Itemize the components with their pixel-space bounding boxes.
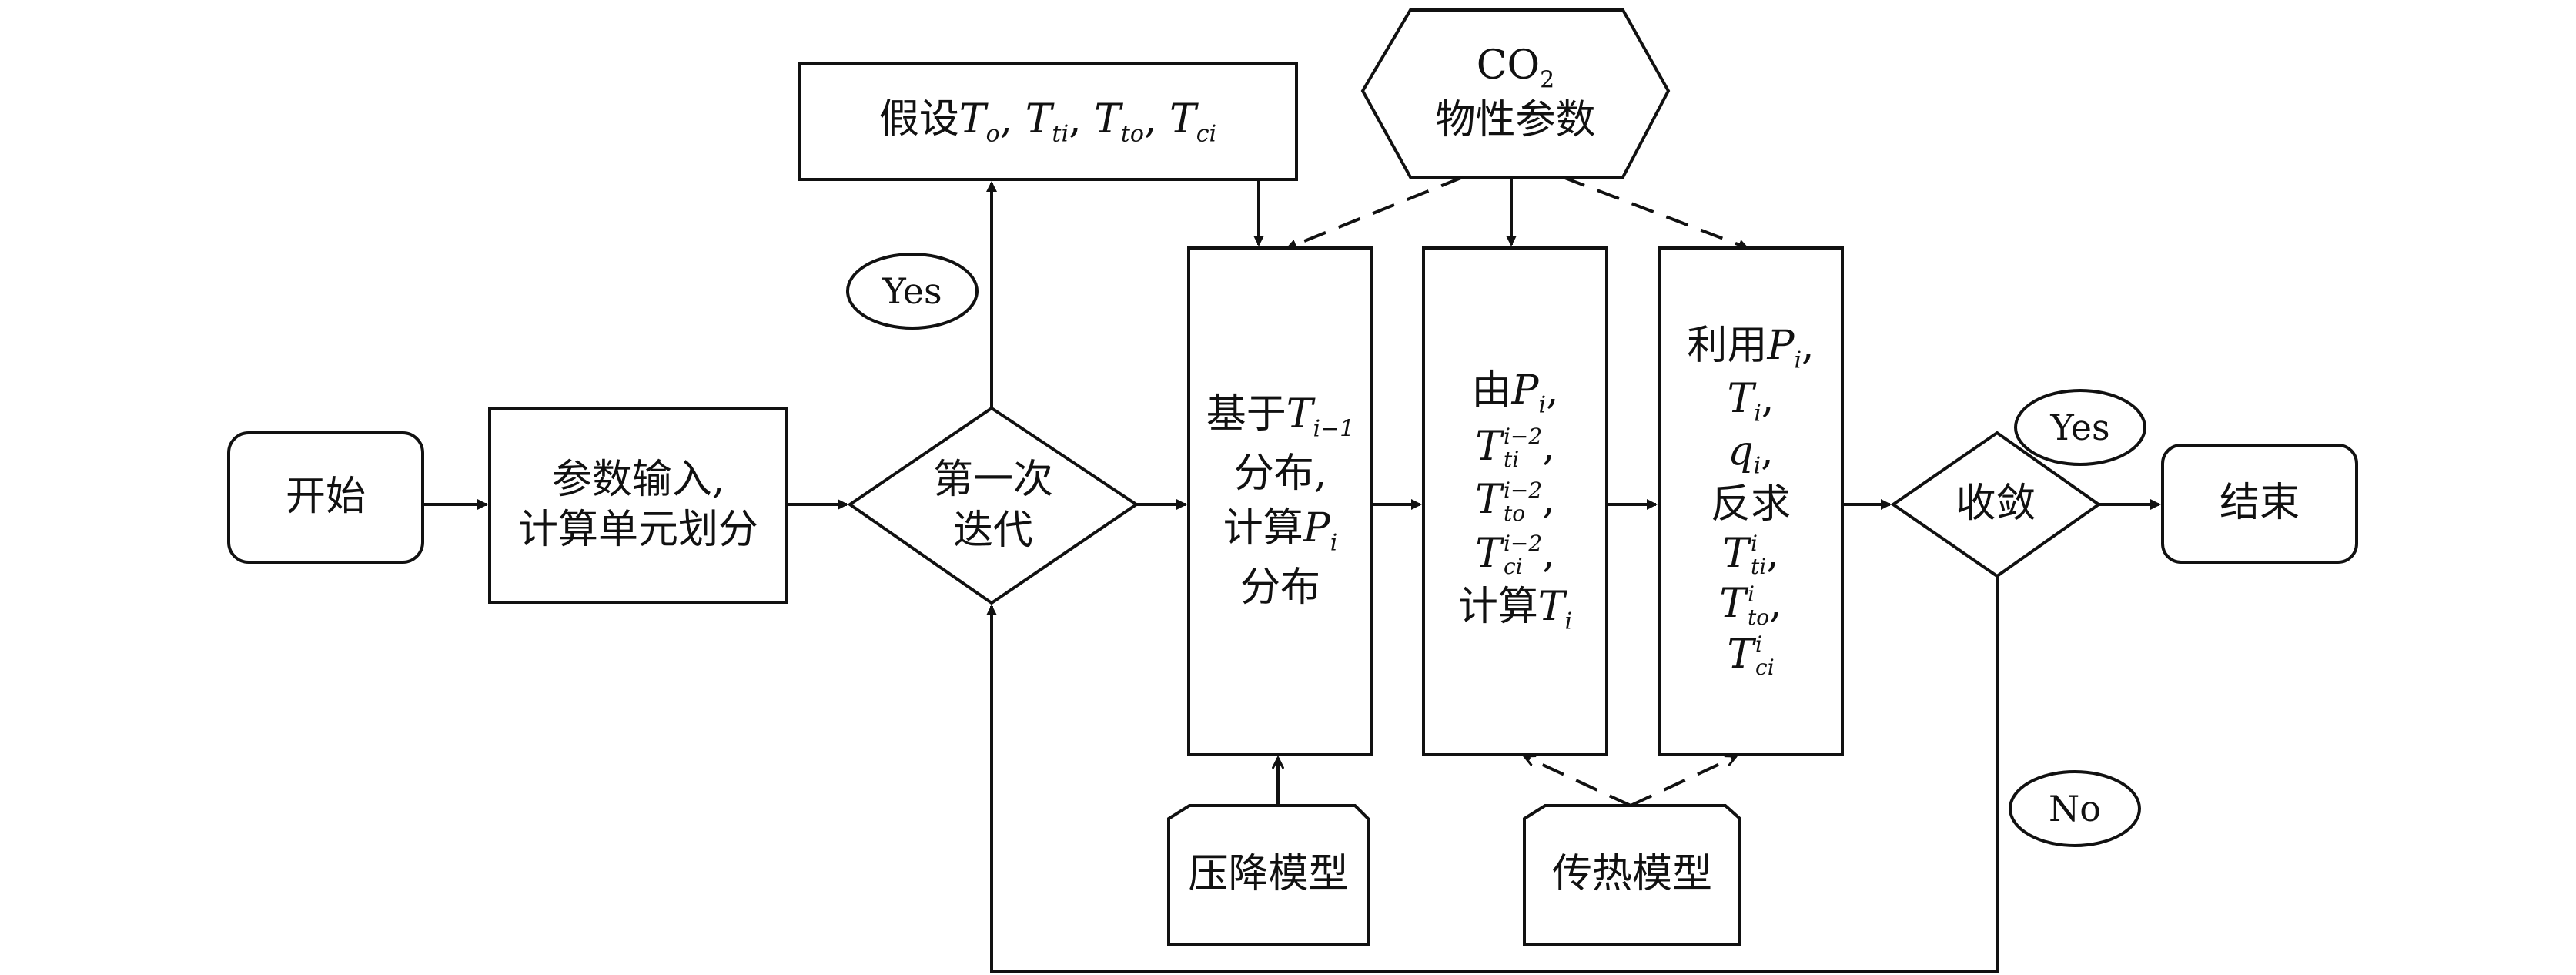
co2-hexagon — [1360, 8, 1671, 179]
converge-label: 收敛 — [1955, 481, 2036, 528]
no-ellipse — [2009, 770, 2141, 847]
heat-model-label: 传热模型 — [1551, 851, 1712, 898]
pressure-model-label: 压降模型 — [1188, 851, 1349, 898]
end-box — [2161, 444, 2358, 564]
heat-model-shape — [1523, 804, 1741, 946]
start-label: 开始 — [285, 474, 366, 521]
assume-label: 假设To, Tti, Tto, Tci — [878, 95, 1217, 147]
end-label: 结束 — [2219, 480, 2300, 527]
first-iter-diamond — [847, 406, 1139, 605]
start-box — [227, 431, 424, 564]
assume-box — [798, 62, 1298, 181]
temp-calc-box — [1422, 246, 1608, 756]
pressure-model-shape — [1167, 804, 1370, 946]
first-iter-label: 第一次迭代 — [932, 457, 1053, 554]
no-label: No — [2049, 787, 2101, 829]
yes-top-label: Yes — [882, 270, 942, 312]
yes-right-ellipse — [2014, 389, 2146, 466]
pressure-calc-label: 基于Ti−1 分布, 计算Pi 分布 — [1206, 390, 1355, 611]
inverse-box — [1658, 246, 1844, 756]
yes-right-label: Yes — [2050, 406, 2110, 448]
yes-top-ellipse — [846, 253, 979, 330]
input-label: 参数输入,计算单元划分 — [517, 456, 758, 553]
pressure-calc-box — [1187, 246, 1373, 756]
